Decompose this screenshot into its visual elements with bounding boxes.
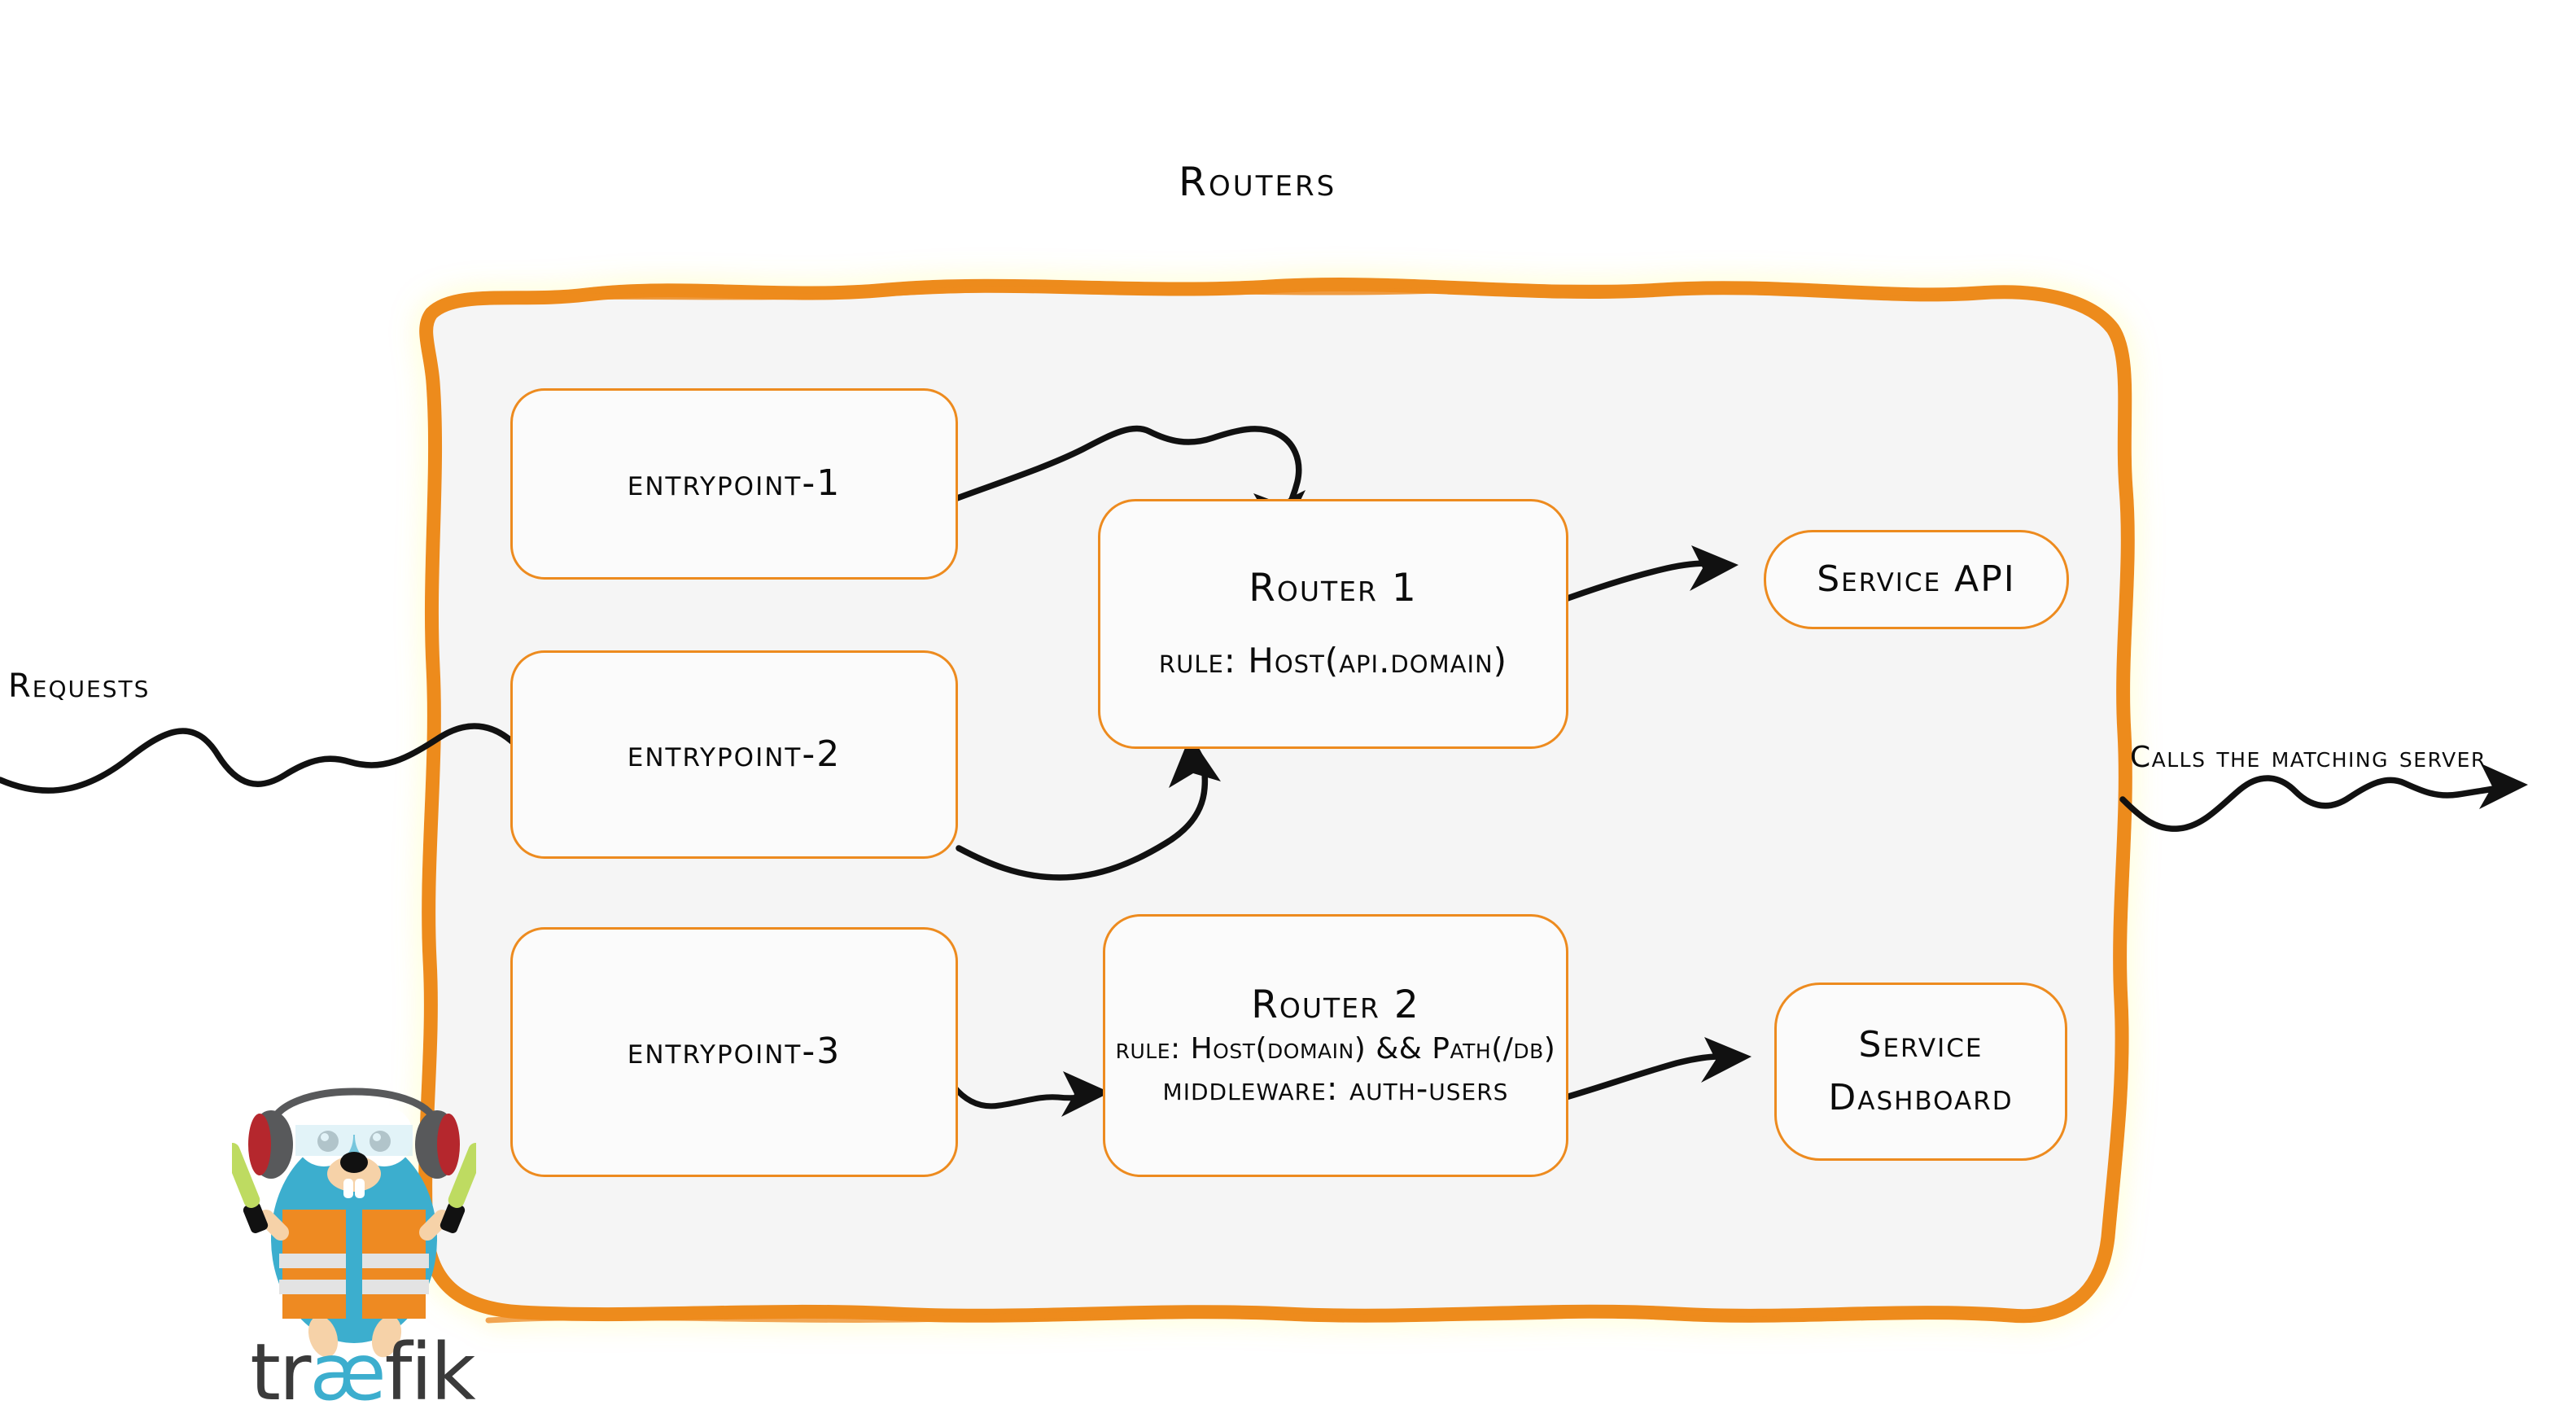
wordmark-ae-ligature: æ	[309, 1327, 386, 1418]
entrypoint-1-label: entrypoint-1	[627, 462, 842, 505]
requests-caption: Requests	[8, 667, 151, 705]
router-2-title: Router 2	[1251, 982, 1420, 1027]
calls-arrow	[2119, 764, 2528, 832]
connector-ep2-router1	[956, 736, 1221, 881]
headphone-band-icon	[267, 1088, 441, 1129]
connector-ep3-router2	[951, 1071, 1110, 1117]
marshalling-baton-left-icon	[232, 1143, 269, 1233]
router-1-title: Router 1	[1249, 566, 1418, 611]
service-api-box[interactable]: Service API	[1764, 530, 2069, 629]
calls-the-matching-server-caption: Calls the matching server	[2130, 741, 2486, 774]
connector-router1-serviceapi	[1553, 545, 1738, 606]
router-2-middleware: middleware: auth-users	[1162, 1070, 1509, 1109]
service-dashboard-label-line1: Service	[1858, 1023, 1983, 1066]
router-1-box[interactable]: Router 1 rule: Host(api.domain)	[1098, 499, 1568, 749]
gopher-foot-left	[308, 1315, 339, 1358]
router-2-box[interactable]: Router 2 rule: Host(domain) && Path(/db)…	[1103, 914, 1568, 1177]
entrypoint-1-box[interactable]: entrypoint-1	[510, 388, 958, 580]
traefik-wordmark: træfik	[244, 1327, 480, 1418]
gopher-foot-right	[371, 1315, 402, 1358]
marshalling-baton-right-icon	[440, 1143, 476, 1233]
gopher-nose	[340, 1152, 368, 1173]
wordmark-before: tr	[250, 1327, 311, 1418]
entrypoint-2-label: entrypoint-2	[627, 733, 842, 775]
service-api-label: Service API	[1817, 558, 2016, 600]
wordmark-after: fik	[384, 1327, 476, 1418]
page-title: Routers	[1179, 159, 1337, 205]
entrypoint-3-box[interactable]: entrypoint-3	[510, 927, 958, 1177]
router-2-rule: rule: Host(domain) && Path(/db)	[1115, 1031, 1556, 1066]
router-1-rule: rule: Host(api.domain)	[1158, 641, 1508, 681]
service-dashboard-box[interactable]: Service Dashboard	[1774, 983, 2067, 1161]
entrypoint-2-box[interactable]: entrypoint-2	[510, 650, 958, 859]
traefik-gopher-logo	[232, 1088, 476, 1358]
service-dashboard-label-line2: Dashboard	[1828, 1076, 2014, 1118]
entrypoint-3-label: entrypoint-3	[627, 1031, 842, 1073]
connector-router2-servicedashboard	[1551, 1037, 1752, 1104]
